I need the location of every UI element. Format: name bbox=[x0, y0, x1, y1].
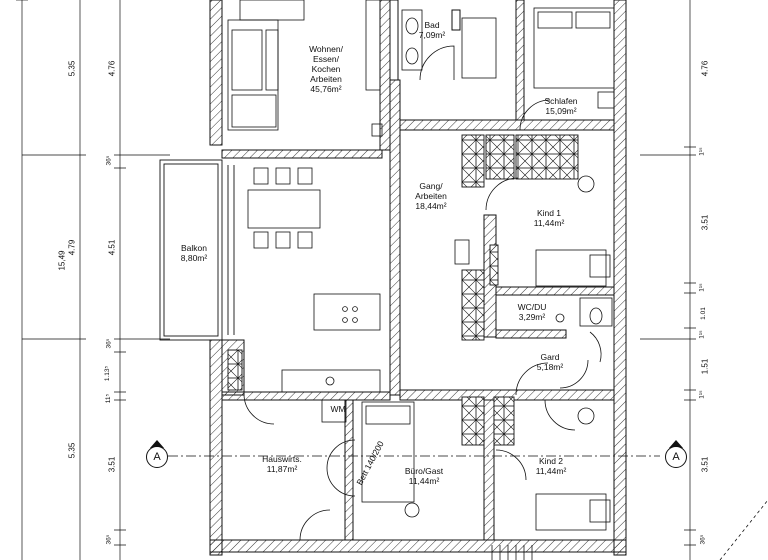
room-area: 11,44m² bbox=[533, 218, 565, 228]
room-name: Hauswirts. bbox=[262, 454, 302, 464]
section-marker-right: A bbox=[665, 446, 687, 468]
dim-right-3: 3.51 bbox=[700, 214, 710, 231]
room-name: Gang/ Arbeiten bbox=[415, 181, 447, 201]
room-name: Kind 2 bbox=[538, 456, 564, 466]
room-area: 15,09m² bbox=[545, 106, 577, 116]
room-area: 18,44m² bbox=[415, 201, 447, 211]
dim-right-6: 1¹⁵ bbox=[698, 330, 706, 339]
room-area: 11,44m² bbox=[535, 466, 567, 476]
dim-right-2: 1¹⁵ bbox=[698, 147, 706, 156]
room-name: Schlafen bbox=[544, 96, 578, 106]
dim-left3-7: 3.51 bbox=[107, 456, 117, 473]
room-area: 8,80m² bbox=[180, 253, 208, 263]
dim-left2-1: 5.35 bbox=[67, 60, 77, 77]
section-arrow-markers bbox=[150, 440, 683, 448]
dim-right-9: 3.51 bbox=[700, 456, 710, 473]
room-area: 11,87m² bbox=[266, 464, 298, 474]
dimension-lines bbox=[16, 0, 696, 560]
room-area: 11,44m² bbox=[408, 476, 440, 486]
dim-left3-1: 4.76 bbox=[107, 60, 117, 77]
room-name: Wohnen/ Essen/ Kochen Arbeiten bbox=[309, 44, 343, 84]
dim-left3-8: 36⁵ bbox=[105, 534, 113, 545]
dim-left3-3: 4.51 bbox=[107, 239, 117, 256]
room-name: Bad bbox=[424, 20, 440, 30]
door-swings bbox=[243, 45, 602, 541]
furniture bbox=[227, 0, 615, 531]
dim-right-7: 1.51 bbox=[700, 358, 710, 375]
installation-shafts bbox=[227, 134, 579, 446]
room-area: 5,18m² bbox=[536, 362, 564, 372]
room-name: Balkon bbox=[181, 243, 207, 253]
stair bbox=[491, 499, 768, 560]
dim-left3-4: 36⁵ bbox=[105, 338, 113, 349]
room-area: 7,09m² bbox=[418, 30, 446, 40]
section-marker-left: A bbox=[146, 446, 168, 468]
room-area: 45,76m² bbox=[310, 84, 342, 94]
room-name: Büro/Gast bbox=[404, 466, 444, 476]
dim-right-4: 1¹⁵ bbox=[698, 283, 706, 292]
balcony-outline bbox=[159, 159, 235, 341]
walls bbox=[209, 0, 627, 556]
dim-total-left: 15,49 bbox=[57, 250, 67, 271]
dim-left2-3: 5.35 bbox=[67, 442, 77, 459]
dim-right-5: 1.01 bbox=[699, 307, 707, 320]
room-area: 3,29m² bbox=[518, 312, 546, 322]
room-name: WC/DU bbox=[517, 302, 547, 312]
room-name: Kind 1 bbox=[536, 208, 562, 218]
dim-right-10: 36⁵ bbox=[699, 534, 707, 545]
dim-left3-6: 11⁵ bbox=[105, 393, 113, 404]
dim-left3-2: 36⁵ bbox=[105, 155, 113, 166]
dim-right-1: 4.76 bbox=[700, 60, 710, 77]
room-name: Gard bbox=[540, 352, 560, 362]
room-label-hauswirts: Hauswirts.11,87m² bbox=[256, 454, 308, 474]
dim-right-8: 1¹⁵ bbox=[698, 390, 706, 399]
dim-left2-2: 4.79 bbox=[67, 239, 77, 256]
dim-left3-5: 1.13⁵ bbox=[104, 365, 112, 382]
label-wm: WM bbox=[330, 404, 346, 414]
